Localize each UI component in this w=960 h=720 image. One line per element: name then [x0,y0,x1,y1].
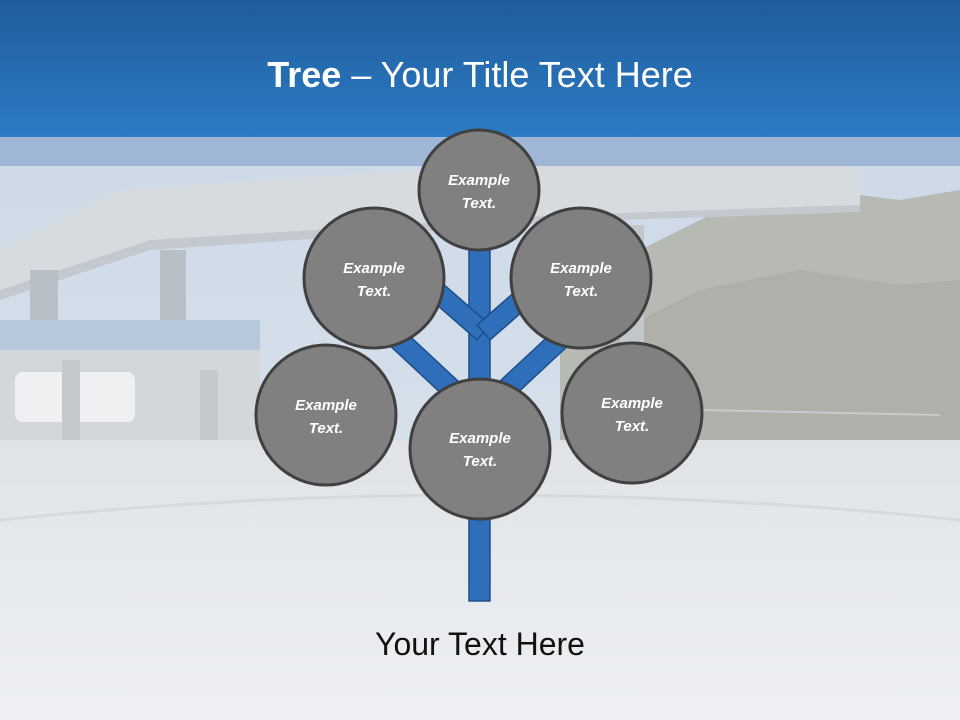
node-center-line2: Text. [463,453,497,470]
node-upper-left-line2: Text. [357,283,391,300]
node-lower-right-line1: Example [601,395,663,412]
node-center: Example Text. [408,377,552,521]
node-upper-left-line1: Example [343,260,405,277]
title-rest: – Your Title Text Here [341,54,693,95]
node-lower-right: Example Text. [560,341,704,485]
node-top: Example Text. [417,128,541,252]
node-top-line2: Text. [462,195,496,212]
node-lower-left-line1: Example [295,397,357,414]
node-lower-left-line2: Text. [309,420,343,437]
node-upper-right: Example Text. [509,206,653,350]
slide-title: Tree – Your Title Text Here [0,50,960,100]
node-upper-right-line1: Example [550,260,612,277]
node-lower-left: Example Text. [254,343,398,487]
node-lower-right-line2: Text. [615,418,649,435]
title-bold: Tree [267,54,342,95]
node-center-line1: Example [449,430,511,447]
caption-text: Your Text Here [375,626,585,662]
node-upper-right-line2: Text. [564,283,598,300]
node-upper-left: Example Text. [302,206,446,350]
title-bar [0,0,960,137]
node-top-line1: Example [448,172,510,189]
